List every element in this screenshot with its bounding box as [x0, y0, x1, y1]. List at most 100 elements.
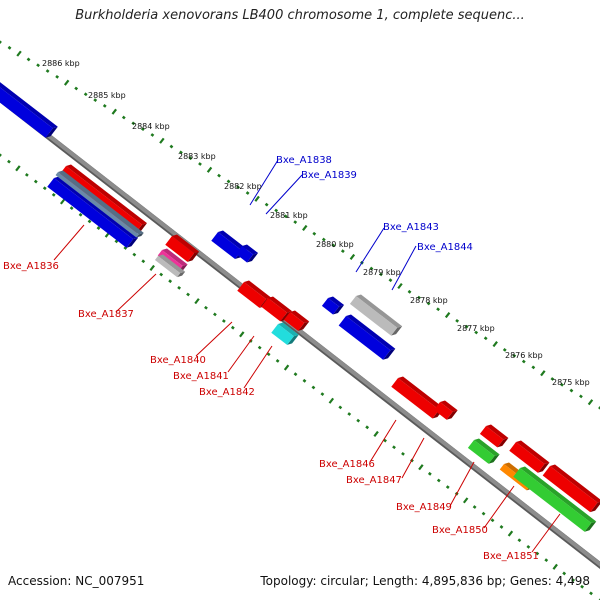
gene-label[interactable]: Bxe_A1842 — [199, 387, 255, 398]
gene-label[interactable]: Bxe_A1840 — [150, 355, 206, 366]
gene-feature-top — [486, 424, 509, 440]
gene-feature-face — [479, 426, 504, 448]
map-title: Burkholderia xenovorans LB400 chromosome… — [75, 8, 525, 23]
scale-dot — [245, 191, 250, 195]
scale-dot — [427, 471, 432, 476]
gene-label[interactable]: Bxe_A1844 — [417, 242, 473, 253]
gene-feature-face — [391, 378, 440, 419]
gene-feature — [513, 466, 597, 532]
scale-dot — [264, 202, 269, 207]
scale-dot — [51, 192, 56, 197]
scale-dot — [571, 578, 576, 582]
gene-feature-side — [488, 454, 500, 464]
scale-dot — [302, 378, 307, 383]
scale-dot — [141, 259, 146, 264]
gene-label[interactable]: Bxe_A1849 — [396, 502, 452, 513]
leader-line-bottom — [449, 461, 475, 507]
scale-label: 2886 kbp — [42, 59, 80, 68]
scale-dot — [55, 74, 60, 79]
gene-feature-top — [474, 438, 500, 456]
gene-label[interactable]: Bxe_A1843 — [383, 222, 439, 233]
scale-dot — [338, 405, 343, 410]
leader-line-top — [391, 245, 417, 291]
scale-tick — [111, 108, 117, 115]
scale-tick — [239, 331, 245, 338]
gene-feature-face — [349, 296, 398, 336]
scale-dot — [150, 133, 155, 137]
scale-label: 2882 kbp — [224, 182, 262, 191]
scale-dot — [114, 239, 119, 244]
scale-tick — [206, 166, 213, 173]
scale-dot — [474, 330, 479, 335]
scale-dot — [0, 153, 2, 157]
scale-tick — [63, 79, 70, 86]
scale-dot — [426, 301, 431, 306]
scale-dot — [562, 571, 567, 576]
scale-dot — [204, 305, 208, 310]
scale-tick — [159, 137, 165, 144]
scale-dot — [78, 212, 83, 217]
scale-dot — [236, 185, 240, 190]
sequence-summary: Topology: circular; Length: 4,895,836 bp… — [260, 574, 590, 588]
gene-feature-side — [45, 126, 58, 138]
scale-dot — [217, 173, 221, 178]
gene-feature-top — [516, 440, 550, 464]
gene-feature-side — [332, 305, 345, 315]
gene-feature — [349, 294, 403, 336]
scale-tick — [16, 50, 22, 57]
scale-dot — [464, 324, 469, 329]
gene-feature — [509, 440, 550, 473]
gene-feature-side — [187, 251, 200, 262]
gene-label[interactable]: Bxe_A1846 — [319, 459, 375, 470]
scale-dot — [74, 86, 79, 91]
scale-dot — [379, 272, 383, 277]
scale-tick — [540, 370, 546, 377]
gene-feature-top — [520, 466, 597, 523]
scale-label: 2875 kbp — [552, 378, 590, 387]
scale-dot — [159, 272, 164, 277]
scale-dot — [87, 219, 92, 224]
scale-dot — [93, 98, 98, 102]
scale-dot — [177, 285, 182, 290]
gene-feature — [467, 438, 500, 464]
gene-label[interactable]: Bxe_A1838 — [276, 155, 332, 166]
scale-tick — [59, 198, 66, 205]
gene-feature-side — [177, 271, 186, 278]
gene-feature-face — [55, 172, 139, 238]
scale-dot — [311, 385, 316, 390]
scale-dot — [560, 382, 564, 387]
scale-dot — [392, 445, 396, 450]
gene-feature-side — [136, 232, 144, 238]
gene-labels-top: Bxe_A1838 Bxe_A1839 Bxe_A1843 Bxe_A1844 — [276, 155, 473, 253]
scale-dot — [320, 392, 325, 396]
gene-label[interactable]: Bxe_A1836 — [3, 261, 59, 272]
scale-label: 2881 kbp — [270, 211, 308, 220]
scale-tick — [302, 224, 308, 231]
gene-feature-face — [165, 236, 195, 262]
scale-dot — [481, 511, 486, 516]
scale-dot — [45, 69, 50, 73]
gene-feature-top — [550, 464, 600, 503]
gene-label[interactable]: Bxe_A1837 — [78, 309, 134, 320]
gene-feature-top — [244, 280, 272, 300]
scale-dot — [365, 425, 370, 430]
scale-dot — [521, 359, 526, 364]
scale-dot — [24, 173, 29, 177]
gene-feature-side — [298, 321, 310, 331]
scale-dot — [369, 266, 374, 271]
scale-tick — [444, 312, 451, 319]
scale-ticks-outer — [0, 40, 600, 410]
leader-line-top — [355, 227, 385, 273]
gene-label[interactable]: Bxe_A1850 — [432, 525, 488, 536]
gene-feature-top — [158, 254, 186, 274]
gene-label[interactable]: Bxe_A1839 — [301, 170, 357, 181]
scale-dot — [490, 518, 495, 523]
gene-label[interactable]: Bxe_A1841 — [173, 371, 229, 382]
gene-label[interactable]: Bxe_A1847 — [346, 475, 402, 486]
gene-label[interactable]: Bxe_A1851 — [483, 551, 539, 562]
gene-feature-top — [242, 244, 259, 255]
scale-dot — [123, 246, 128, 250]
gene-feature-top — [218, 230, 247, 251]
leader-line-bottom — [195, 321, 233, 357]
